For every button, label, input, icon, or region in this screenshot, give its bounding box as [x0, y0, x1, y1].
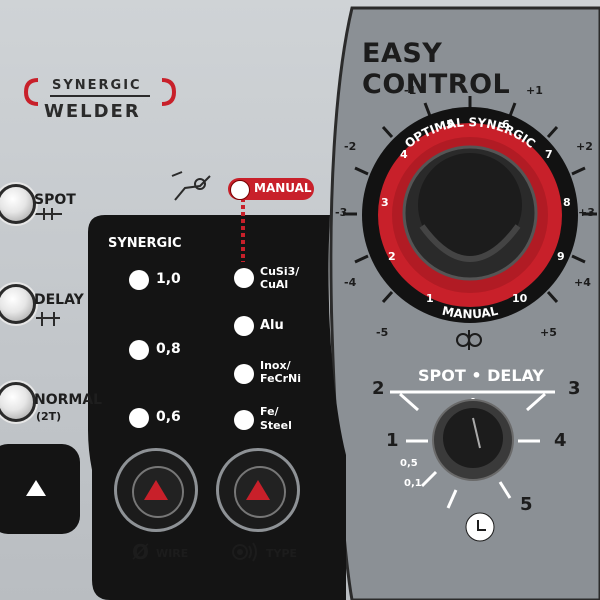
outer-scale-number: -1	[404, 84, 417, 97]
inner-scale-number: 7	[545, 148, 553, 161]
wire-size-led-0-8	[129, 340, 149, 360]
small-dial-scale: 1	[386, 430, 399, 451]
red-up-arrow-icon	[144, 480, 168, 500]
synergic-title: SYNERGIC	[108, 236, 182, 251]
outer-scale-number: -3	[335, 206, 348, 219]
outer-scale-number: +2	[576, 140, 593, 153]
timer-icon	[465, 512, 495, 542]
outer-scale-number: +5	[540, 326, 557, 339]
logo-right-arc	[161, 78, 177, 106]
hand-press-icon	[171, 171, 211, 201]
inner-scale-number: 4	[400, 148, 408, 161]
big-dial-ticks	[343, 96, 597, 304]
brand-line-synergic: SYNERGIC	[52, 78, 142, 93]
material-label-line2: CuAl	[260, 278, 289, 291]
wire-type-icon	[232, 542, 257, 562]
small-dial-scale: 4	[554, 430, 567, 451]
wire-diameter-symbol: Ø	[132, 540, 150, 564]
brand-line-welder: WELDER	[44, 101, 141, 122]
outer-scale-number: +4	[574, 276, 591, 289]
material-label-line1: Alu	[260, 318, 284, 333]
outer-scale-number: +1	[526, 84, 543, 97]
outer-scale-number: -4	[344, 276, 357, 289]
normal-mode-button[interactable]	[0, 382, 36, 422]
inner-scale-number: 2	[388, 250, 396, 263]
material-led-alu	[234, 316, 254, 336]
inner-scale-number: 1	[426, 292, 434, 305]
small-dial-indicator	[472, 417, 481, 449]
material-led-fe	[234, 410, 254, 430]
manual-label: MANUAL	[254, 181, 312, 195]
big-dial-knob-cap	[418, 153, 522, 257]
manual-indicator: MANUAL	[228, 178, 314, 200]
delay-label: DELAY	[34, 292, 84, 308]
wire-size-led-0-6	[129, 408, 149, 428]
big-dial-knob-grip	[419, 224, 521, 262]
outer-scale-number: +3	[578, 206, 595, 219]
material-led-cusi	[234, 268, 254, 288]
up-arrow-button[interactable]	[0, 444, 80, 534]
wire-select-button[interactable]	[114, 448, 198, 532]
spot-symbol-icon	[34, 208, 62, 220]
type-label: TYPE	[266, 547, 298, 560]
up-arrow-icon	[26, 480, 46, 496]
normal-sub-label: (2T)	[36, 410, 62, 423]
dual-circle-icon	[456, 330, 482, 350]
material-label-line2: FeCrNi	[260, 372, 302, 385]
inner-scale-number: 6	[502, 118, 510, 131]
small-dial-scale: 3	[568, 378, 581, 399]
material-led-inox	[234, 364, 254, 384]
outer-scale-number: -5	[376, 326, 389, 339]
wire-size-label: 0,8	[156, 341, 181, 357]
small-dial-scale: 0,5	[400, 458, 418, 469]
logo-left-arc	[23, 78, 39, 106]
spot-label: SPOT	[34, 192, 76, 208]
wire-size-label: 1,0	[156, 271, 181, 287]
manual-led	[230, 180, 250, 200]
delay-symbol-icon	[36, 312, 60, 326]
delay-mode-button[interactable]	[0, 284, 36, 324]
big-dial-manual-label: MANUAL	[441, 304, 500, 322]
red-up-arrow-icon	[246, 480, 270, 500]
small-dial-scale: 2	[372, 378, 385, 399]
inner-scale-number: 5	[446, 118, 454, 131]
inner-scale-number: 10	[512, 292, 528, 305]
synergic-panel-bg	[88, 215, 346, 600]
spot-mode-button[interactable]	[0, 184, 36, 224]
type-select-button[interactable]	[216, 448, 300, 532]
material-label-line1: Fe/	[260, 405, 279, 418]
small-dial-scale: 0,1	[404, 478, 422, 489]
small-dial-scale: 5	[520, 494, 533, 515]
material-label-line2: Steel	[260, 419, 292, 432]
material-label-line1: Inox/	[260, 359, 291, 372]
spot-delay-title: SPOT • DELAY	[418, 366, 544, 385]
wire-size-led-1-0	[129, 270, 149, 290]
wire-label: WIRE	[156, 547, 189, 560]
small-dial-ticks	[399, 392, 546, 509]
easy-control-title: EASY CONTROL	[362, 38, 511, 100]
material-label-line1: CuSi3/	[260, 265, 300, 278]
inner-scale-number: 9	[557, 250, 565, 263]
wire-size-label: 0,6	[156, 409, 181, 425]
normal-label: NORMAL	[34, 392, 103, 408]
inner-scale-number: 3	[381, 196, 389, 209]
small-dial-knob-cap	[443, 408, 503, 468]
outer-scale-number: -2	[344, 140, 357, 153]
inner-scale-number: 8	[563, 196, 571, 209]
